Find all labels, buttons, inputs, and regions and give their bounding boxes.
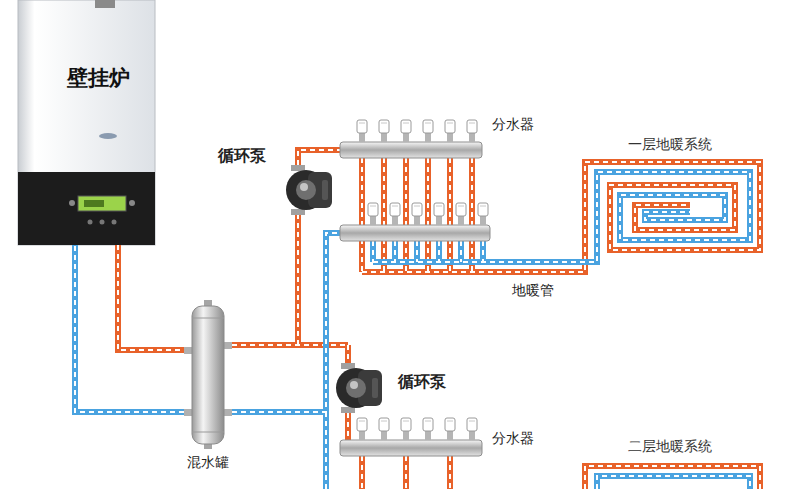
node-text: 壁挂炉 bbox=[67, 66, 130, 91]
pipe-line bbox=[118, 245, 184, 350]
pump-label: 循环泵 bbox=[218, 146, 266, 165]
pipe-line bbox=[75, 245, 184, 412]
pipe-connector bbox=[118, 245, 184, 350]
floor-heating-zone: 二层地暖系统 bbox=[575, 438, 765, 489]
pipe-connector bbox=[75, 245, 184, 412]
manifold-label: 分水器 bbox=[492, 116, 534, 133]
node-text: 二层地暖系统 bbox=[624, 438, 716, 455]
pump-label: 循环泵 bbox=[398, 372, 446, 391]
pipe-dash bbox=[75, 245, 184, 412]
pipe-label: 地暖管 bbox=[512, 282, 554, 299]
mixing-tank: 混水罐 bbox=[184, 300, 232, 474]
floor-heating-zone: 一层地暖系统 bbox=[575, 136, 765, 260]
node-text: 混水罐 bbox=[187, 454, 229, 471]
node-text: 一层地暖系统 bbox=[624, 136, 716, 153]
manifold-label: 分水器 bbox=[492, 430, 534, 447]
pipe-dash bbox=[118, 245, 184, 350]
boiler-unit: 壁挂炉 bbox=[18, 0, 155, 245]
